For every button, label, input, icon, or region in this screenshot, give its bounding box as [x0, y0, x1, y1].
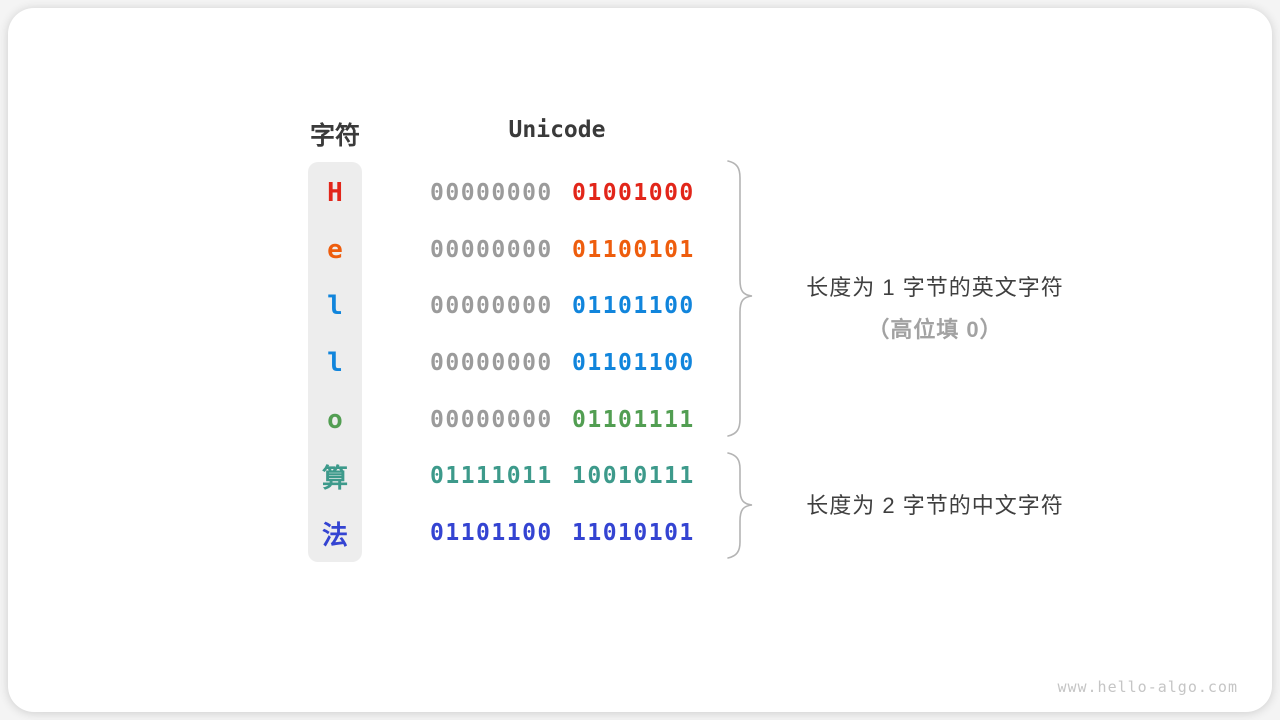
char-cell: 法 — [321, 520, 348, 551]
byte-high: 00000000 — [430, 293, 553, 319]
char-cell: l — [327, 348, 343, 378]
brace-english-group — [727, 160, 753, 437]
annotation-subline: （高位填 0） — [867, 317, 1003, 342]
annotation-line: 长度为 1 字节的英文字符 — [806, 275, 1064, 300]
diagram-card — [8, 8, 1272, 712]
table-row-l2: l 00000000 01101100 — [0, 335, 760, 391]
table-row-h: H 00000000 01001000 — [0, 165, 760, 221]
column-header-unicode: Unicode — [508, 117, 606, 143]
byte-high: 01111011 — [430, 463, 553, 489]
site-url: www.hello-algo.com — [1057, 678, 1238, 696]
byte-low: 01100101 — [572, 237, 695, 263]
annotation-english-chars: 长度为 1 字节的英文字符 （高位填 0） — [765, 270, 1105, 344]
byte-high: 01101100 — [430, 520, 553, 546]
byte-low: 10010111 — [572, 463, 695, 489]
table-row-l1: l 00000000 01101100 — [0, 278, 760, 334]
char-cell: l — [327, 291, 343, 321]
byte-high: 00000000 — [430, 237, 553, 263]
table-row-fa: 法 01101100 11010101 — [0, 505, 760, 561]
byte-low: 11010101 — [572, 520, 695, 546]
byte-low: 01101100 — [572, 293, 695, 319]
brace-chinese-group — [727, 452, 753, 559]
byte-low: 01001000 — [572, 180, 695, 206]
byte-high: 00000000 — [430, 350, 553, 376]
byte-high: 00000000 — [430, 407, 553, 433]
byte-low: 01101111 — [572, 407, 695, 433]
char-cell: H — [327, 178, 343, 208]
table-row-suan: 算 01111011 10010111 — [0, 448, 760, 504]
table-row-e: e 00000000 01100101 — [0, 222, 760, 278]
char-column-background — [308, 162, 362, 562]
char-cell: e — [327, 235, 343, 265]
annotation-chinese-chars: 长度为 2 字节的中文字符 — [765, 488, 1105, 520]
column-header-char: 字符 — [309, 122, 360, 150]
table-row-o: o 00000000 01101111 — [0, 392, 760, 448]
char-cell: o — [327, 405, 343, 435]
annotation-line: 长度为 2 字节的中文字符 — [806, 493, 1064, 518]
byte-high: 00000000 — [430, 180, 553, 206]
byte-low: 01101100 — [572, 350, 695, 376]
char-cell: 算 — [321, 463, 348, 494]
